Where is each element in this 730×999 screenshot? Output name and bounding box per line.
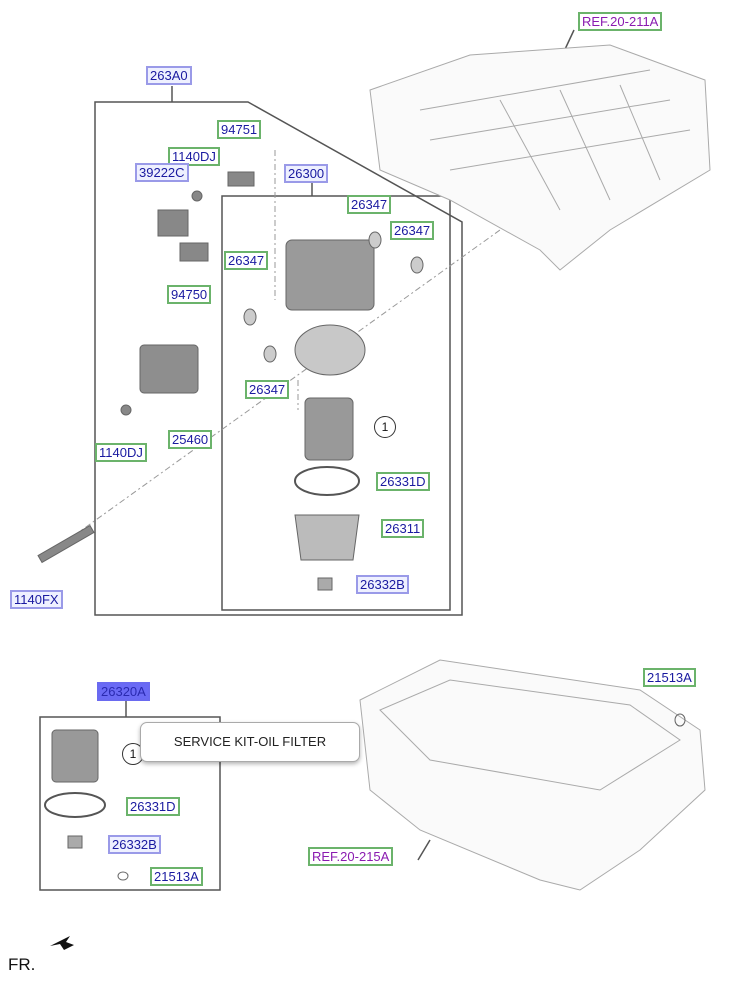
- kit-part-21513A[interactable]: 21513A: [150, 867, 203, 886]
- ref-link-engine-block[interactable]: REF.20-211A: [578, 12, 663, 31]
- part-1140FX[interactable]: 1140FX: [10, 590, 63, 609]
- front-direction-label: FR.: [8, 955, 36, 974]
- kit-part-26332B[interactable]: 26332B: [108, 835, 161, 854]
- service-kit-box: [39, 716, 221, 891]
- part-94751[interactable]: 94751: [217, 120, 262, 139]
- part-263A0[interactable]: 263A0: [146, 66, 192, 85]
- callout-1[interactable]: 1: [374, 416, 396, 438]
- part-21513A[interactable]: 21513A: [643, 668, 696, 687]
- ref-link-oil-pan[interactable]: REF.20-215A: [308, 847, 394, 866]
- oil-filter-housing: [285, 239, 375, 311]
- filter-cap: [294, 514, 360, 561]
- tooltip: SERVICE KIT-OIL FILTER: [140, 722, 360, 762]
- part-1140DJ[interactable]: 1140DJ: [168, 147, 220, 166]
- kit-part-26331D[interactable]: 26331D: [126, 797, 180, 816]
- part-94750[interactable]: 94750: [167, 285, 212, 304]
- part-26347[interactable]: 26347: [245, 380, 290, 399]
- part-26347[interactable]: 26347: [347, 195, 392, 214]
- oil-pan-drawing: [359, 659, 706, 891]
- part-26331D[interactable]: 26331D: [376, 472, 430, 491]
- oil-filter-element: [304, 397, 354, 461]
- engine-block-drawing: [369, 44, 711, 271]
- part-26332B[interactable]: 26332B: [356, 575, 409, 594]
- oil-cooler: [139, 344, 199, 394]
- part-39222C[interactable]: 39222C: [135, 163, 189, 182]
- assembly-box-263a0: [94, 101, 463, 616]
- part-26347[interactable]: 26347: [224, 251, 269, 270]
- part-26320A-selected[interactable]: 26320A: [97, 682, 150, 701]
- part-26347[interactable]: 26347: [390, 221, 435, 240]
- part-26311[interactable]: 26311: [381, 519, 425, 538]
- part-1140DJ[interactable]: 1140DJ: [95, 443, 147, 462]
- part-26300[interactable]: 26300: [284, 164, 329, 183]
- front-arrow-icon: [50, 936, 74, 950]
- part-25460[interactable]: 25460: [168, 430, 213, 449]
